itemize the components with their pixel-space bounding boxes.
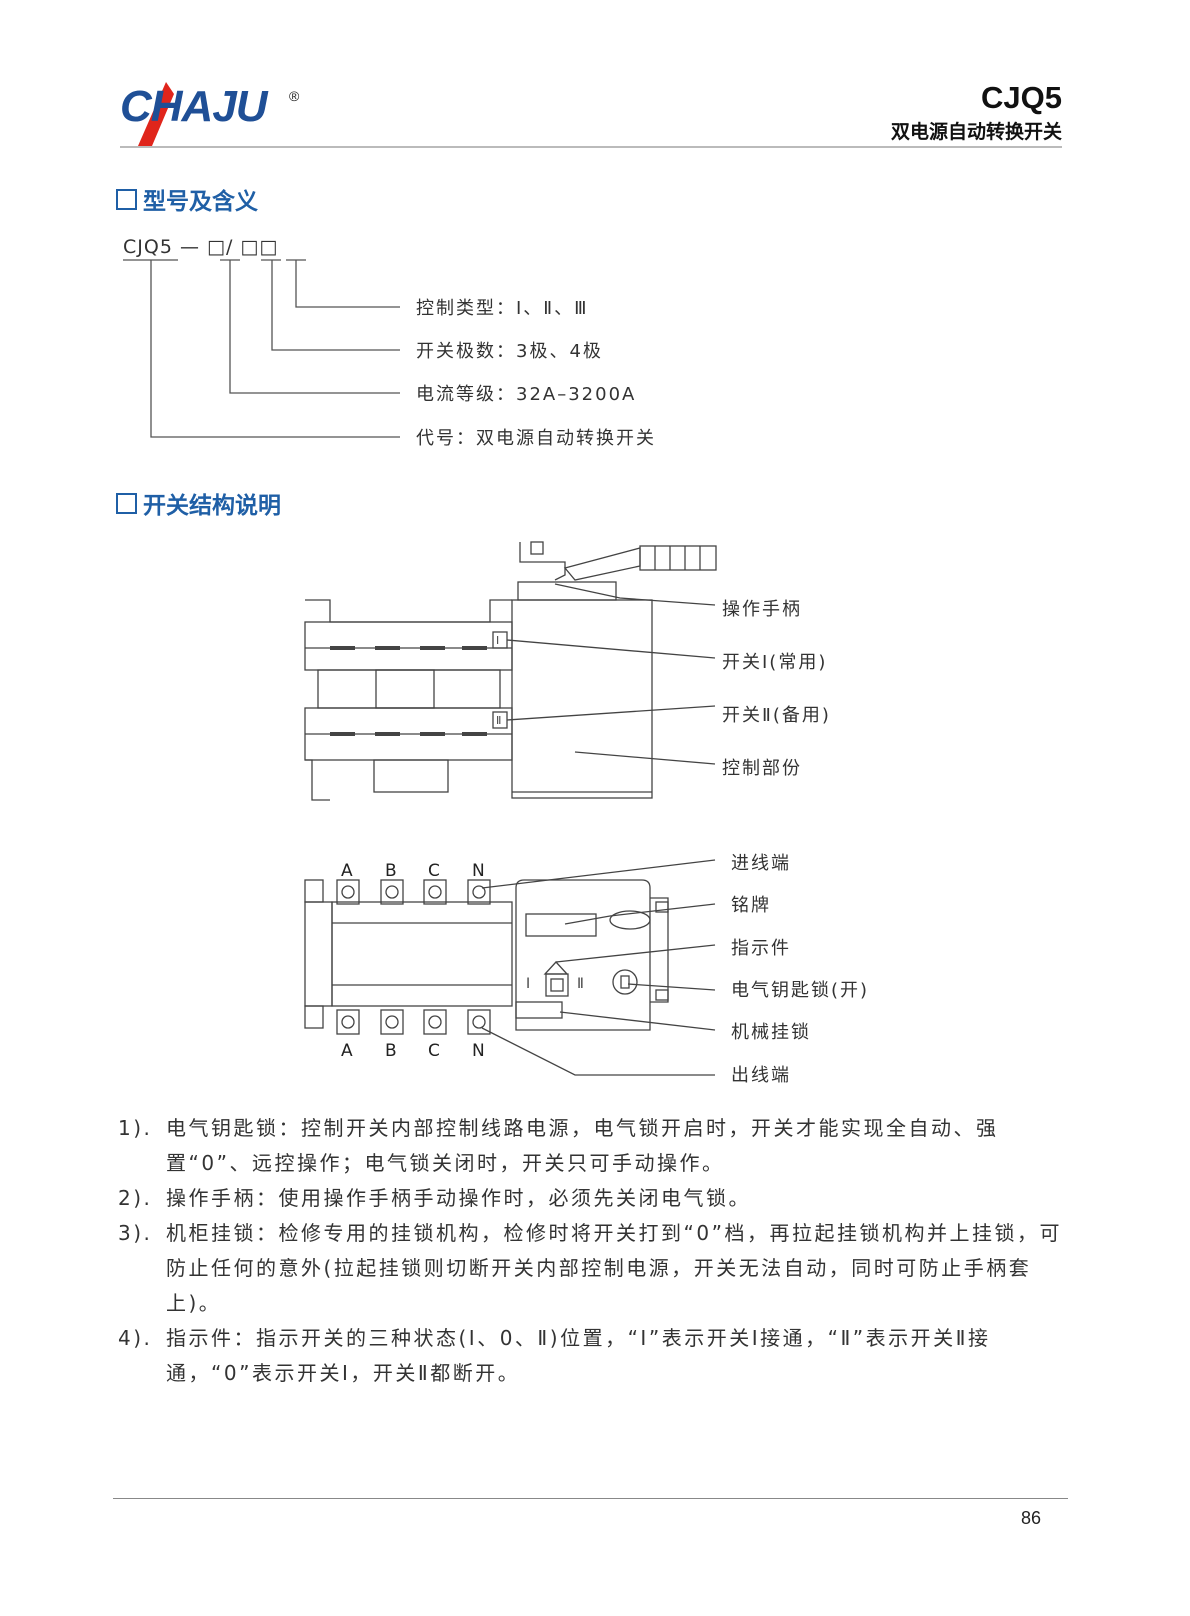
- logo-swoosh-icon: [138, 82, 174, 146]
- model-item-current: 电流等级：32A–3200A: [416, 384, 637, 405]
- phase-top-b: B: [385, 861, 397, 881]
- indicator-mark-2: Ⅱ: [577, 976, 584, 992]
- note-item: 3).机柜挂锁：检修专用的挂锁机构，检修时将开关打到“0”档，再拉起挂锁机构并上…: [118, 1221, 1062, 1315]
- page-number: 86: [1021, 1508, 1042, 1528]
- label-indicator: 指示件: [731, 938, 791, 959]
- label-switch-2: 开关Ⅱ(备用): [722, 705, 831, 726]
- phase-bottom-n: N: [472, 1041, 485, 1061]
- label-control-part: 控制部份: [722, 758, 802, 779]
- phase-bottom-c: C: [428, 1041, 440, 1061]
- phase-top-n: N: [472, 861, 485, 881]
- model-code-diagram: [123, 259, 400, 438]
- model-code: CJQ5 — □/ □□: [123, 236, 279, 258]
- model-item-poles: 开关极数：3极、4极: [416, 341, 603, 362]
- note-item: 1).电气钥匙锁：控制开关内部控制线路电源，电气锁开启时，开关才能实现全自动、强…: [118, 1116, 999, 1175]
- phase-bottom-b: B: [385, 1041, 397, 1061]
- footer-divider: [113, 1498, 1068, 1499]
- brand-logo: CHAJU: [120, 82, 268, 131]
- section-title-model: 型号及含义: [116, 182, 258, 216]
- switch-mark-1: Ⅰ: [496, 634, 499, 647]
- label-nameplate: 铭牌: [731, 895, 771, 916]
- header-divider: [120, 146, 1062, 148]
- label-handle: 操作手柄: [722, 599, 802, 620]
- model-item-code: 代号：双电源自动转换开关: [416, 428, 656, 449]
- checkbox-square-icon: [116, 493, 137, 514]
- section-title-structure: 开关结构说明: [116, 486, 281, 520]
- label-switch-1: 开关Ⅰ(常用): [722, 652, 828, 673]
- model-item-control-type: 控制类型：Ⅰ、Ⅱ、Ⅲ: [416, 298, 589, 319]
- phase-top-a: A: [341, 861, 353, 881]
- label-key-lock: 电气钥匙锁(开): [731, 980, 870, 1001]
- model-number: CJQ5: [981, 80, 1062, 115]
- checkbox-square-icon: [116, 189, 137, 210]
- label-outgoing-terminal: 出线端: [731, 1065, 791, 1086]
- note-item: 4).指示件：指示开关的三种状态(Ⅰ、0、Ⅱ)位置，“Ⅰ”表示开关Ⅰ接通，“Ⅱ”…: [118, 1326, 991, 1385]
- indicator-mark-1: Ⅰ: [526, 976, 530, 992]
- label-incoming-terminal: 进线端: [731, 853, 791, 874]
- front-view-drawing: Ⅰ Ⅱ A B C N A B C N: [304, 859, 716, 1076]
- switch-mark-2: Ⅱ: [496, 714, 501, 727]
- side-view-drawing: Ⅰ Ⅱ: [304, 541, 717, 801]
- registered-mark: ®: [289, 88, 300, 104]
- label-padlock: 机械挂锁: [731, 1022, 811, 1043]
- phase-bottom-a: A: [341, 1041, 353, 1061]
- note-item: 2).操作手柄：使用操作手柄手动操作时，必须先关闭电气锁。: [118, 1186, 751, 1210]
- product-name: 双电源自动转换开关: [890, 121, 1062, 143]
- phase-top-c: C: [428, 861, 440, 881]
- notes-list: 1).电气钥匙锁：控制开关内部控制线路电源，电气锁开启时，开关才能实现全自动、强…: [118, 1111, 1078, 1391]
